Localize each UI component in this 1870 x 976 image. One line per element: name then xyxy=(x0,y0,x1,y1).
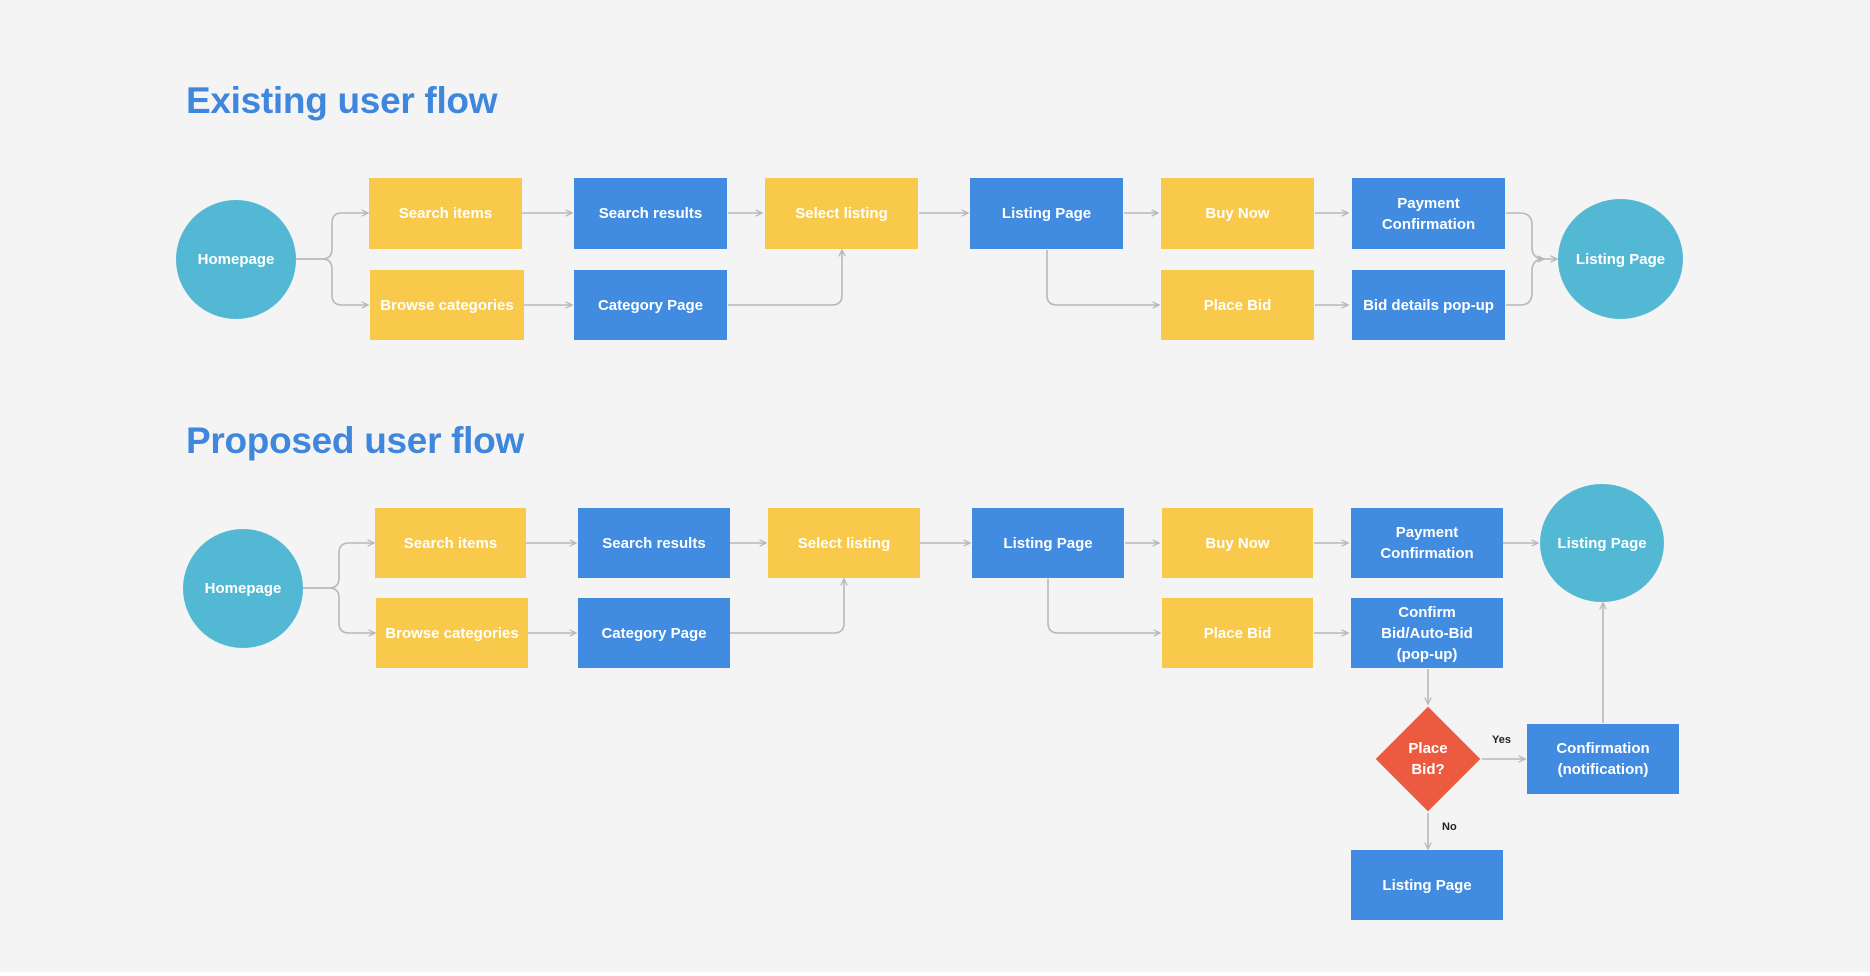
node-buy-now: Buy Now xyxy=(1161,178,1314,249)
node-payment-confirmation: Payment Confirmation xyxy=(1352,178,1505,249)
node-category-page: Category Page xyxy=(578,598,730,668)
node-label: Confirm Bid/Auto-Bid (pop-up) xyxy=(1381,603,1473,663)
node-label: Search results xyxy=(598,205,703,222)
node-place-bid-decision: Place Bid? xyxy=(1375,706,1481,812)
node-label: Buy Now xyxy=(1205,534,1270,552)
page-bottom-band xyxy=(0,972,1870,976)
node-listing-page-end: Listing Page xyxy=(1558,199,1683,319)
node-place-bid: Place Bid xyxy=(1161,270,1314,340)
node-label: Place Bid? xyxy=(1375,706,1481,812)
node-search-results: Search results xyxy=(574,178,727,249)
node-category-page: Category Page xyxy=(574,270,727,340)
connector xyxy=(1047,579,1160,633)
node-homepage: Homepage xyxy=(176,200,296,319)
node-label: Category Page xyxy=(597,296,704,314)
node-label: Search results xyxy=(602,534,706,552)
node-label: Listing Page xyxy=(1382,876,1472,894)
node-buy-now: Buy Now xyxy=(1162,508,1313,578)
decision-label: Place Bid? xyxy=(1408,740,1448,778)
proposed-flow-title: Proposed user flow xyxy=(186,420,524,461)
node-label: Select listing xyxy=(797,534,891,552)
node-browse-categories: Browse categories xyxy=(370,270,524,340)
node-listing-page: Listing Page xyxy=(972,508,1124,578)
node-search-results: Search results xyxy=(578,508,730,578)
node-label: Listing Page xyxy=(1001,205,1092,222)
node-search-items: Search items xyxy=(375,508,526,578)
node-label: Browse categories xyxy=(385,624,519,642)
node-label: Buy Now xyxy=(1205,205,1270,222)
node-label: Place Bid xyxy=(1203,296,1272,314)
node-label: Homepage xyxy=(197,251,275,268)
node-label: Listing Page xyxy=(1003,534,1093,552)
node-browse-categories: Browse categories xyxy=(376,598,528,668)
connector xyxy=(1506,259,1544,306)
connector xyxy=(303,587,375,633)
edge-label-yes: Yes xyxy=(1492,734,1511,746)
node-label: Search items xyxy=(398,205,493,222)
existing-flow-title: Existing user flow xyxy=(186,80,498,121)
node-select-listing: Select listing xyxy=(768,508,920,578)
connector xyxy=(1506,212,1557,259)
node-label: Category Page xyxy=(601,624,707,642)
node-label: Confirmation (notification) xyxy=(1556,740,1650,778)
connector xyxy=(1046,250,1159,305)
node-label: Payment Confirmation xyxy=(1380,524,1474,562)
connector xyxy=(303,543,374,589)
connector xyxy=(296,213,368,260)
connector xyxy=(296,258,368,305)
node-label: Listing Page xyxy=(1575,250,1666,268)
node-label: Browse categories xyxy=(380,296,514,314)
node-confirm-bid-popup: Confirm Bid/Auto-Bid (pop-up) xyxy=(1351,598,1503,668)
connector xyxy=(728,250,842,306)
node-label: Listing Page xyxy=(1557,534,1647,552)
node-label: Homepage xyxy=(204,580,282,597)
node-payment-confirmation: Payment Confirmation xyxy=(1351,508,1503,578)
node-listing-page: Listing Page xyxy=(970,178,1123,249)
node-homepage: Homepage xyxy=(183,529,303,648)
node-label: Select listing xyxy=(795,205,888,222)
node-listing-page-no: Listing Page xyxy=(1351,850,1503,920)
node-place-bid: Place Bid xyxy=(1162,598,1313,668)
node-label: Place Bid xyxy=(1203,624,1272,642)
node-select-listing: Select listing xyxy=(765,178,918,249)
edge-label-no: No xyxy=(1442,821,1457,833)
node-label: Search items xyxy=(403,534,498,552)
node-bid-details-popup: Bid details pop-up xyxy=(1352,270,1505,340)
connector xyxy=(730,579,844,634)
node-listing-page-end: Listing Page xyxy=(1540,484,1664,602)
node-search-items: Search items xyxy=(369,178,522,249)
node-label: Bid details pop-up xyxy=(1363,296,1494,314)
node-confirmation-notification: Confirmation (notification) xyxy=(1527,724,1679,794)
node-label: Payment Confirmation xyxy=(1381,194,1476,233)
